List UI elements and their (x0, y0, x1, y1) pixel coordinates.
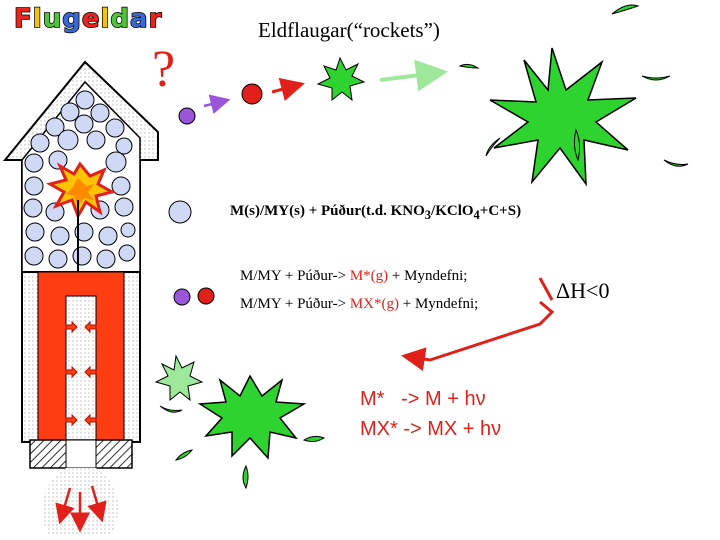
logo-letter: e (81, 3, 101, 35)
equation-fuel-mix: M(s)/MY(s) + Púður(t.d. KNO3/KClO4+C+S) (230, 203, 522, 222)
small-green-star (316, 56, 366, 102)
emission-bursts (154, 354, 326, 490)
emission-metal: M* -> M + hν (360, 388, 486, 410)
logo-letter: F (13, 3, 33, 35)
enthalpy-label: ΔH<0 (556, 278, 610, 303)
ignition-core (66, 178, 94, 206)
equation-metal-excited: M/MY + Púður-> M*(g) + Myndefni; (240, 268, 468, 284)
rocket-nozzle (65, 439, 97, 469)
equation-compound-excited: M/MY + Púður-> MX*(g) + Myndefni; (240, 296, 479, 312)
red-arrow (271, 77, 305, 102)
legend-purple-particle (173, 288, 191, 306)
exhaust-arrows (55, 485, 107, 533)
thrust-arrows (65, 320, 97, 427)
logo-letter: g (61, 3, 82, 35)
logo-letter: r (148, 3, 163, 35)
legend-red-particle (197, 287, 215, 305)
logo: Flugeldar (13, 3, 163, 35)
trajectory (178, 4, 689, 187)
logo-letter: a (129, 3, 149, 35)
excited-metal-species: M*(g) (349, 268, 389, 284)
excited-compound-species: MX*(g) (349, 296, 399, 312)
purple-arrow (203, 94, 231, 114)
reaction-bracket-arrow (401, 300, 555, 372)
green-arrow (379, 59, 448, 92)
big-green-burst (489, 47, 637, 187)
green-sparks (458, 4, 689, 167)
reaction-bracket-top (538, 277, 554, 301)
logo-letter: d (110, 3, 131, 35)
logo-letter: l (100, 3, 111, 35)
logo-letter: u (42, 3, 63, 35)
rocket (2, 60, 159, 534)
purple-particle (178, 107, 196, 125)
emission-compound: MX* -> MX + hν (360, 418, 502, 440)
slide-title: Eldflaugar(“rockets”) (258, 18, 440, 42)
red-particle (241, 83, 263, 105)
logo-letter: l (32, 3, 43, 35)
small-light-green-star (154, 354, 204, 402)
question-mark: ? (152, 41, 176, 98)
medium-green-burst (197, 374, 307, 460)
rocket-pellets (23, 90, 136, 269)
legend-pellet (168, 200, 192, 224)
